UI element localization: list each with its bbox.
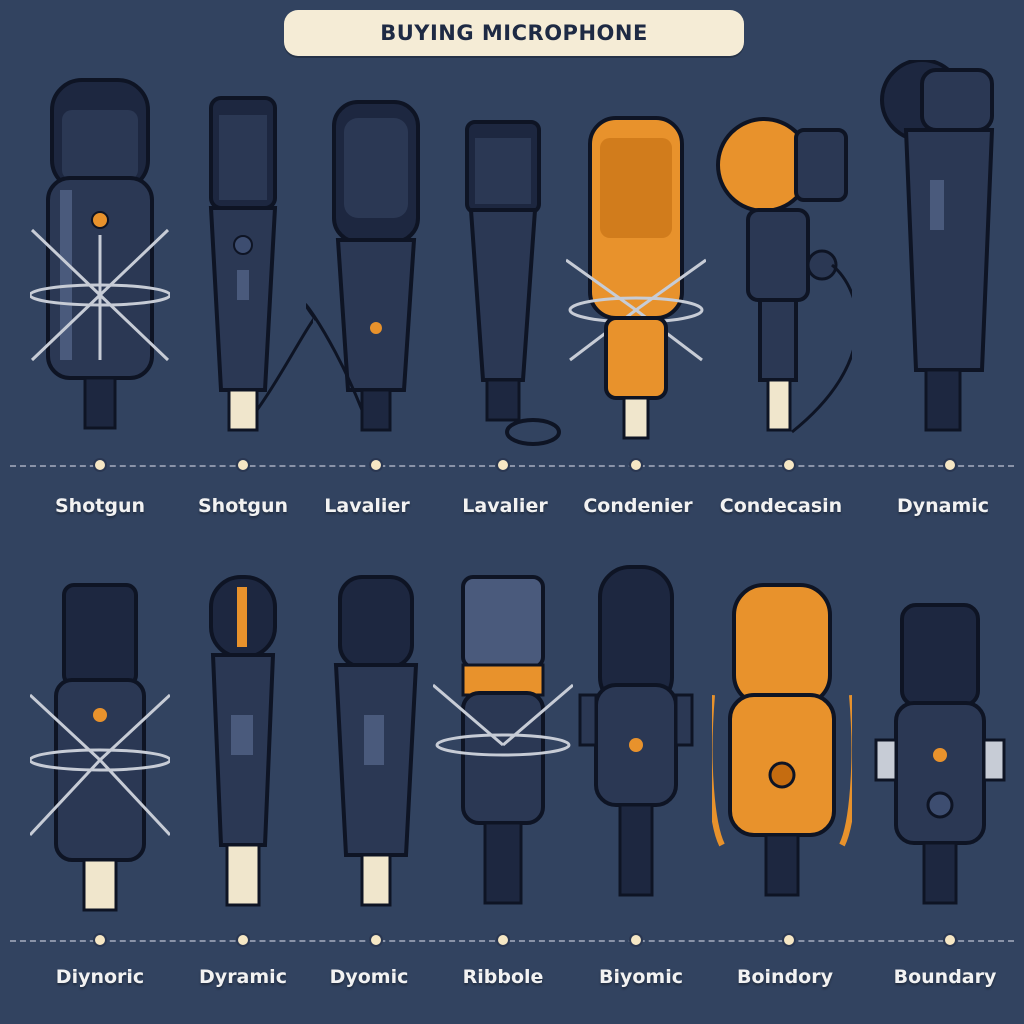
label-row2-1: Diynoric	[55, 966, 145, 988]
label-row2-7: Boundary	[893, 966, 997, 988]
handheld-slim-mic-icon[interactable]	[173, 60, 325, 460]
row-1-marker-7	[943, 458, 957, 472]
row-2-marker-2	[236, 933, 250, 947]
row-2-marker-6	[782, 933, 796, 947]
row-2-marker-7	[943, 933, 957, 947]
row-1-marker-3	[369, 458, 383, 472]
label-row1-1: Shotgun	[55, 495, 145, 517]
row-2-marker-1	[93, 933, 107, 947]
large-dynamic-mic-icon[interactable]	[870, 58, 1010, 460]
label-row2-6: Boindory	[737, 966, 833, 988]
row-1-marker-5	[629, 458, 643, 472]
row-1-marker-6	[782, 458, 796, 472]
gold-condenser-mic-icon[interactable]	[565, 60, 707, 460]
grille-handheld-mic-icon[interactable]	[306, 565, 446, 935]
handheld-orange-stripe-mic-icon[interactable]	[173, 565, 313, 935]
row-1-marker-1	[93, 458, 107, 472]
label-row1-4: Lavalier	[462, 495, 548, 517]
label-row2-4: Ribbole	[462, 966, 544, 988]
label-row1-3: Lavalier	[324, 495, 410, 517]
shockmount-condenser-mic-icon[interactable]	[28, 565, 172, 935]
label-row1-2: Shotgun	[198, 495, 288, 517]
label-row1-5: Condenier	[583, 495, 693, 517]
pencil-mic-icon[interactable]	[433, 60, 573, 460]
label-row1-6: Condecasin	[719, 495, 843, 517]
row-1-marker-4	[496, 458, 510, 472]
row-2-marker-4	[496, 933, 510, 947]
studio-condenser-mic-icon[interactable]	[28, 60, 172, 460]
page-title: BUYING MICROPHONE	[284, 10, 744, 56]
mic-row-2	[0, 565, 1024, 935]
side-address-mic-icon[interactable]	[712, 60, 859, 460]
label-row2-3: Dyomic	[329, 966, 409, 988]
ribbon-mic-icon[interactable]	[432, 565, 574, 935]
label-row2-2: Dyramic	[199, 966, 287, 988]
row-1-baseline	[10, 465, 1014, 467]
label-row2-5: Biyomic	[598, 966, 683, 988]
dynamic-handheld-mic-icon[interactable]	[304, 60, 446, 460]
desk-condenser-mic-icon[interactable]	[566, 565, 706, 935]
boundary-desk-mic-icon[interactable]	[870, 565, 1010, 935]
gold-large-diaphragm-mic-icon[interactable]	[706, 565, 858, 935]
row-2-baseline	[10, 940, 1014, 942]
row-2-marker-3	[369, 933, 383, 947]
mic-row-1	[0, 58, 1024, 460]
label-row1-7: Dynamic	[896, 495, 990, 517]
row-1-marker-2	[236, 458, 250, 472]
row-2-marker-5	[629, 933, 643, 947]
